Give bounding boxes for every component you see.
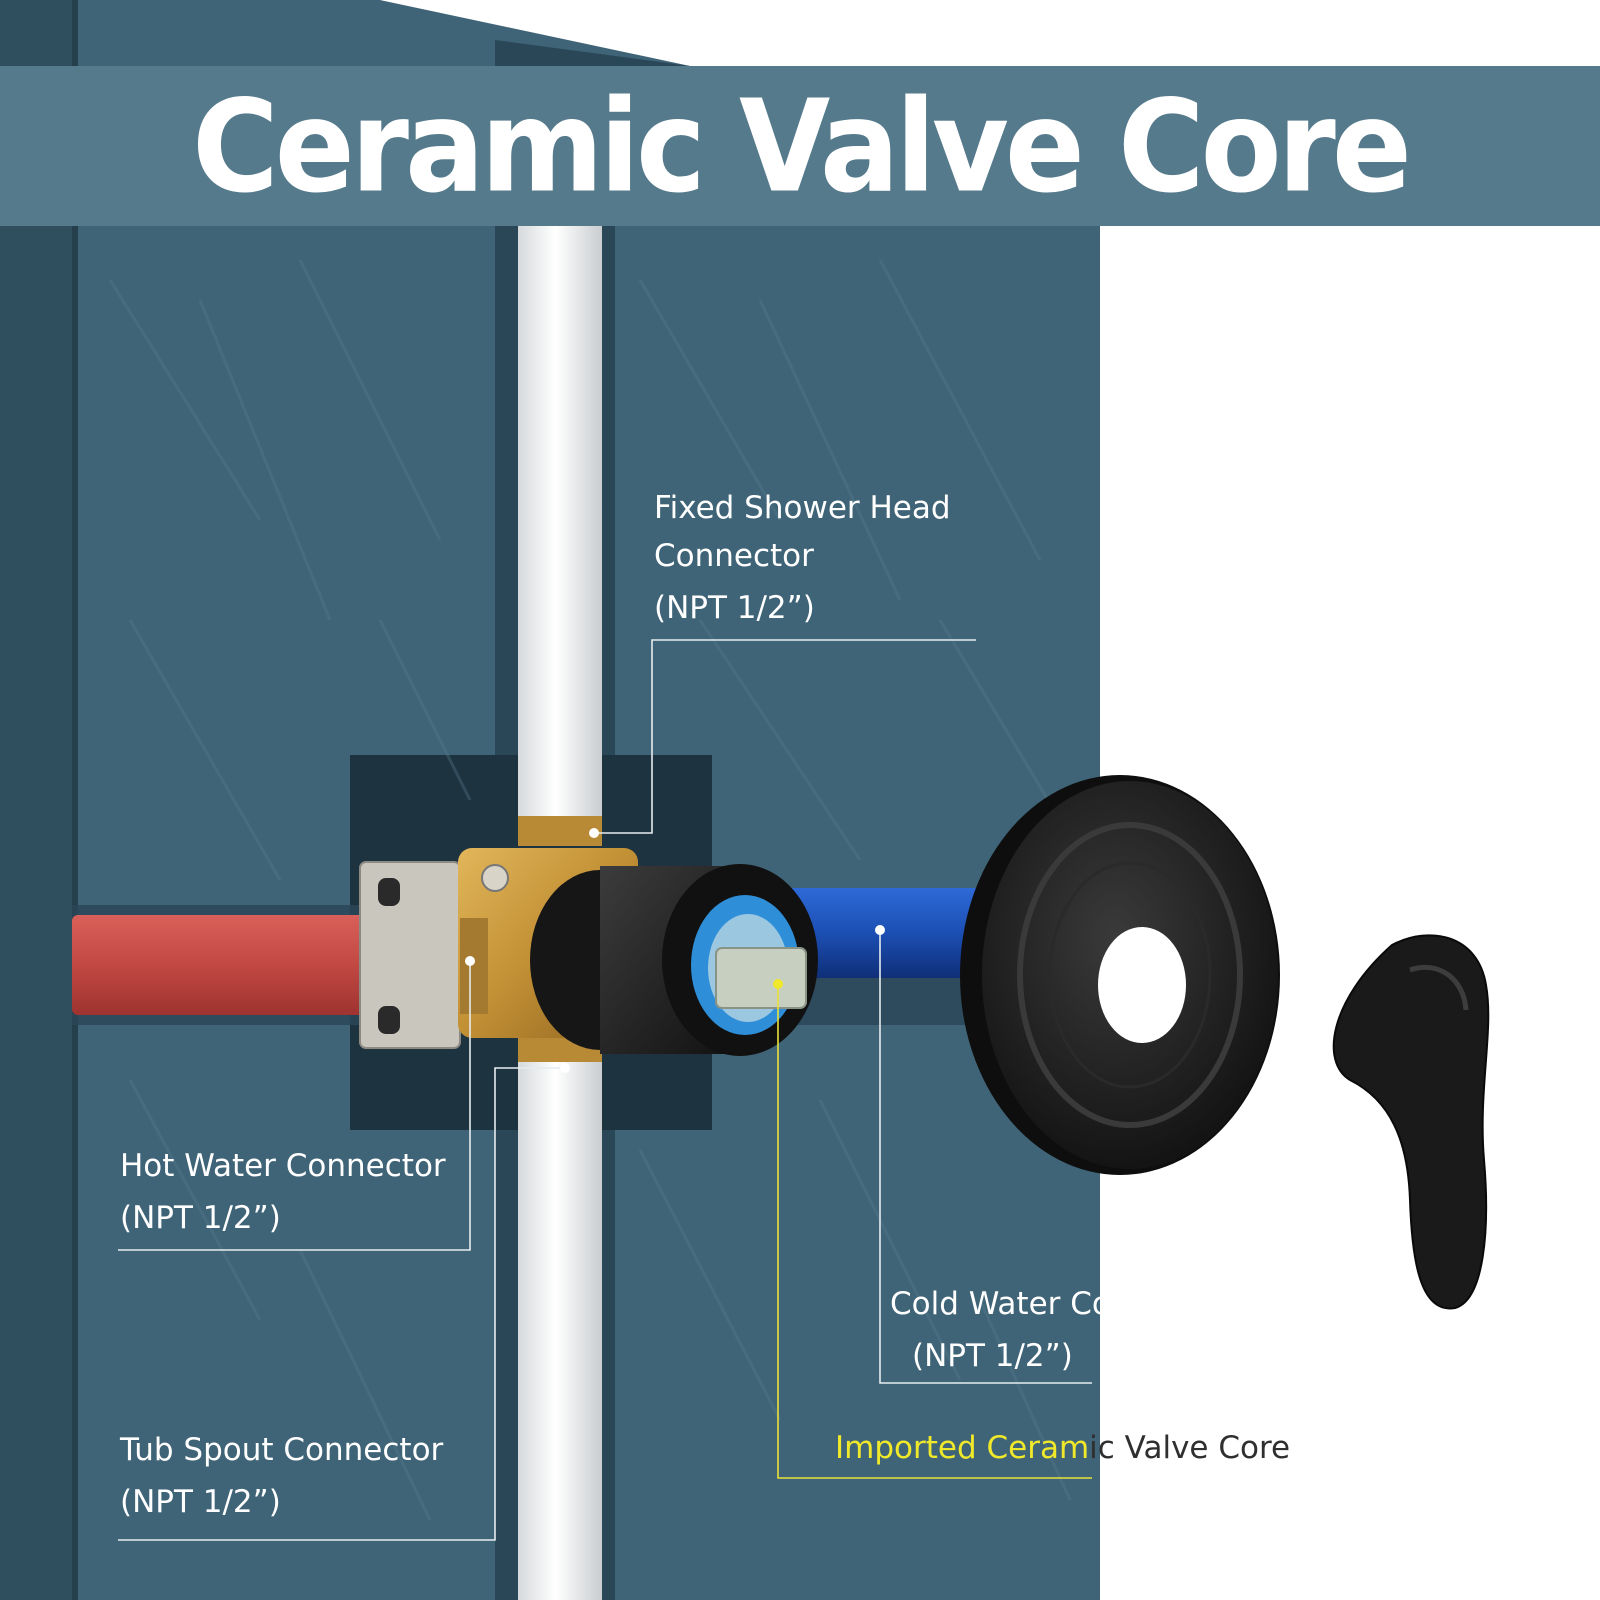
escutcheon-plate-icon (960, 775, 1280, 1175)
cold-water-label-line2: (NPT 1/2”) (912, 1338, 1073, 1374)
valve-core-label-highlight: Imported Ceram (835, 1430, 1090, 1466)
tub-spout-label-line1: Tub Spout Connector (120, 1432, 444, 1468)
white-pipe-lower (518, 1062, 602, 1600)
cold-water-label-line1: Cold Water Connector (890, 1286, 1231, 1322)
valve-core-label: Imported Ceramic Valve Core (835, 1424, 1290, 1472)
valve-core-dot (773, 979, 783, 989)
lever-handle-icon (1332, 934, 1490, 1310)
shower-head-label-line2: Connector (654, 538, 814, 574)
cold-water-pipe (790, 888, 990, 978)
valve-core-leader (777, 984, 1092, 1479)
hot-water-label-line1: Hot Water Connector (120, 1148, 446, 1184)
white-pipe-upper (518, 226, 602, 816)
tub-spout-label: Tub Spout Connector (NPT 1/2”) (120, 1426, 443, 1526)
shower-head-label-line3: (NPT 1/2”) (654, 590, 815, 626)
title-banner (0, 66, 1600, 226)
valve-cap (530, 864, 818, 1056)
cold-water-label: Cold Water Connector (NPT 1/2”) (890, 1280, 1230, 1380)
mounting-bracket (359, 861, 461, 1049)
shower-head-label: Fixed Shower Head Connector (NPT 1/2”) (654, 484, 951, 632)
page-title: Ceramic Valve Core (192, 71, 1412, 221)
valve-core-label-rest: ic Valve Core (1089, 1430, 1291, 1466)
leader-lines (118, 639, 1092, 1541)
leader-dots (465, 828, 885, 1073)
hot-water-label: Hot Water Connector (NPT 1/2”) (120, 1142, 446, 1242)
shower-head-label-line1: Fixed Shower Head (654, 490, 951, 526)
tub-spout-label-line2: (NPT 1/2”) (120, 1484, 281, 1520)
hot-water-label-line2: (NPT 1/2”) (120, 1200, 281, 1236)
